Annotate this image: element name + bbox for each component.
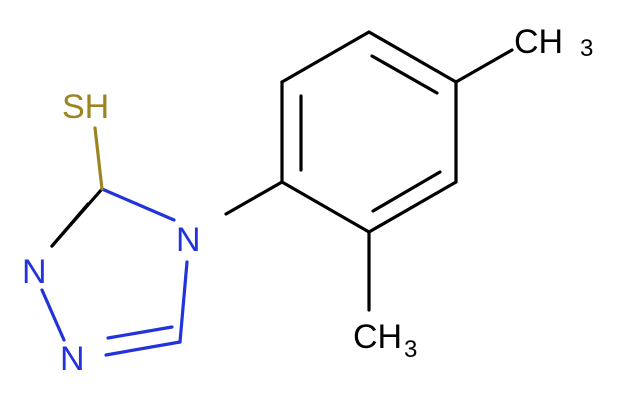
- bond-c5-c6: [280, 30, 371, 84]
- methyl-top-subscript: 3: [580, 35, 593, 62]
- methyl-bottom-subscript: 3: [404, 336, 417, 363]
- bond-c4-methyl: [454, 48, 514, 84]
- n2-label: N: [22, 253, 47, 291]
- bond-c4-c5: [367, 30, 458, 84]
- bond-n2-n1: [40, 288, 66, 342]
- methyl-top-label: CH: [514, 23, 563, 61]
- double-bond-inner-c2-c3: [371, 170, 442, 213]
- bond-c1-c2: [280, 180, 371, 234]
- bond-c5t-n4: [178, 260, 189, 344]
- bond-c1-n4: [224, 180, 284, 216]
- n1-label: N: [60, 340, 85, 378]
- n4-label: N: [176, 221, 201, 259]
- thiol-label: SH: [62, 88, 109, 126]
- bond-n4-c3t: [100, 187, 176, 222]
- bond-n1-c5t: [104, 340, 182, 357]
- bond-c3t-s: [93, 126, 104, 191]
- double-bond-c3t-n2: [50, 202, 90, 248]
- double-bond-inner-c4-c5: [370, 54, 439, 95]
- double-bond-n1-c5t: [106, 325, 174, 340]
- methyl-bottom-label: CH: [353, 318, 402, 356]
- bond-c2-c3: [367, 180, 458, 234]
